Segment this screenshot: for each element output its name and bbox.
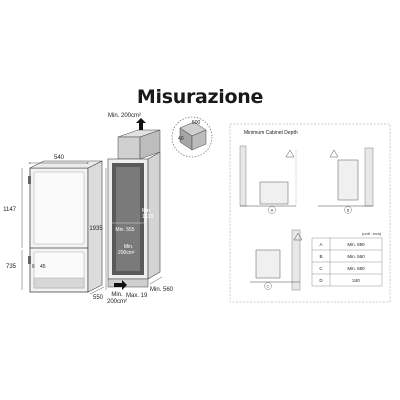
cabinet-illustration: Min. 200cm² Min. 555 Min. 1938 Min. 200c… — [107, 113, 174, 305]
table-row-key: A — [319, 242, 322, 247]
unit-label: (unit : mm) — [362, 231, 382, 236]
table-row-value: Min. 590 — [347, 242, 365, 247]
table-row-value: Min. 560 — [347, 254, 365, 259]
diagram-b: B — [318, 147, 374, 214]
dim-gap-right: 45 — [40, 264, 46, 270]
bottom-drawer — [33, 277, 85, 289]
cabinet-side — [147, 151, 161, 280]
mark-c: C — [267, 284, 270, 289]
inner-height-label-b: 1938 — [142, 214, 153, 220]
table-row-key: B — [319, 254, 322, 259]
dim-height-total: 1147 — [3, 207, 17, 213]
vent-bottom-label-a: Min. — [111, 292, 123, 298]
table-row-key: D — [319, 278, 323, 283]
dim-gap-left: 6 — [32, 264, 35, 270]
dim-width: 540 — [54, 155, 65, 161]
panel-heading: Minimum Cabinet Depth — [244, 130, 298, 136]
warning-icon — [329, 149, 339, 158]
mark-a: A — [271, 208, 274, 213]
table-row-value: Min. 580 — [347, 266, 365, 271]
table-row-key: C — [319, 266, 323, 271]
inner-vent-label-b: 200cm² — [118, 250, 135, 256]
inner-width-label: Min. 555 — [115, 227, 134, 233]
plinth-max-label: Max. 19 — [126, 293, 148, 299]
mark-b: B — [347, 208, 350, 213]
vent-top-label: Min. 200cm² — [108, 113, 141, 119]
warning-icon — [285, 149, 295, 158]
depth-table: A Min. 590 B Min. 560 C Min. 580 D 240 — [311, 237, 383, 287]
page-title: Misurazione — [136, 86, 264, 108]
warning-icon — [293, 232, 303, 241]
cabinet-plinth — [107, 278, 149, 288]
dim-height-lower: 735 — [6, 264, 17, 270]
vent-bottom-label-b: 200cm² — [107, 299, 127, 305]
hinge-icon — [28, 176, 31, 184]
inner-vent-label-a: Min. — [124, 244, 133, 250]
diagram-c: C — [250, 229, 303, 291]
dim-depth: 550 — [93, 295, 104, 301]
arrow-right-icon — [114, 280, 127, 290]
cabinet-depth-label: Min. 560 — [150, 287, 174, 293]
arrow-up-icon — [136, 118, 146, 130]
top-detail: 500 40 — [171, 116, 213, 158]
inner-height-label-a: Min. — [142, 208, 151, 214]
min-depth-panel: Minimum Cabinet Depth A B C — [229, 123, 391, 303]
fridge-illustration: 540 1147 735 6 45 550 1935 — [3, 155, 107, 301]
detail-side-label: 40 — [178, 136, 184, 142]
hinge-icon — [28, 256, 31, 264]
diagram-a: A — [239, 145, 297, 214]
detail-top-label: 500 — [192, 120, 201, 126]
table-row-value: 240 — [352, 278, 360, 283]
upper-door — [33, 171, 85, 245]
dim-cabinet-height: 1935 — [89, 226, 103, 232]
